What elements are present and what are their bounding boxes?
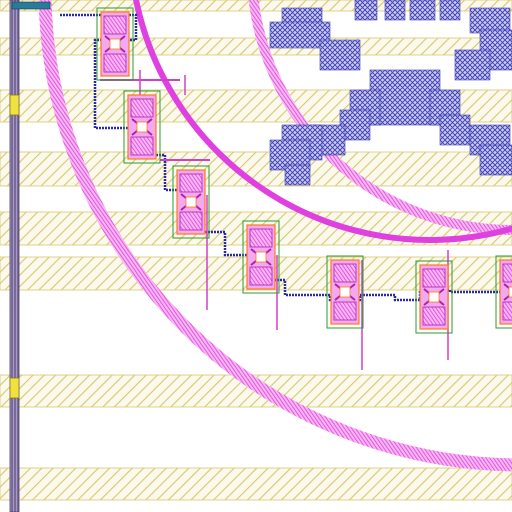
device-gate-top bbox=[333, 263, 357, 283]
pad-marker-1[interactable] bbox=[9, 377, 20, 399]
device-guard-outline bbox=[326, 255, 364, 329]
device-cell-3[interactable] bbox=[242, 220, 280, 294]
device-cell-1[interactable] bbox=[123, 90, 161, 164]
device-contact bbox=[185, 196, 197, 208]
device-guard-outline bbox=[415, 260, 453, 334]
metal-fill-block-6[interactable] bbox=[439, 0, 461, 21]
device-cell-6[interactable] bbox=[495, 255, 512, 329]
device-gate-bottom bbox=[103, 53, 127, 73]
device-cell-2[interactable] bbox=[172, 165, 210, 239]
metal-fill-block-18[interactable] bbox=[439, 114, 471, 146]
strap-tab-top[interactable] bbox=[11, 1, 51, 10]
metal-fill-block-10[interactable] bbox=[369, 69, 441, 126]
via-route-chain[interactable] bbox=[60, 13, 510, 302]
metal-fill-block-4[interactable] bbox=[384, 0, 406, 21]
device-gate-bottom bbox=[249, 266, 273, 286]
metal-fill-block-17[interactable] bbox=[284, 164, 311, 186]
device-contact bbox=[339, 286, 351, 298]
device-cross-icon bbox=[503, 283, 512, 301]
device-guard-outline bbox=[123, 90, 161, 164]
device-guard-outline bbox=[96, 7, 134, 81]
pad-marker-0[interactable] bbox=[9, 94, 20, 116]
outer-guard-ring[interactable] bbox=[38, 0, 512, 472]
metal-rail-band-7[interactable] bbox=[0, 467, 512, 501]
device-gate-top bbox=[249, 228, 273, 248]
metal-rail-band-1[interactable] bbox=[0, 37, 512, 56]
device-gate-bottom bbox=[422, 306, 446, 326]
device-contact bbox=[255, 251, 267, 263]
device-gate-top bbox=[502, 263, 512, 283]
device-gate-bottom bbox=[502, 301, 512, 321]
device-gate-bottom bbox=[130, 136, 154, 156]
mid-bias-ring[interactable] bbox=[130, 0, 512, 243]
device-gate-bottom bbox=[179, 211, 203, 231]
metal-fill-block-3[interactable] bbox=[354, 0, 378, 21]
device-guard-outline bbox=[495, 255, 512, 329]
metal-fill-block-7[interactable] bbox=[469, 7, 511, 34]
device-gate-top bbox=[130, 98, 154, 118]
metal-fill-block-1[interactable] bbox=[269, 21, 331, 49]
device-gate-bottom bbox=[333, 301, 357, 321]
device-contact bbox=[136, 121, 148, 133]
device-contact bbox=[508, 286, 512, 298]
device-cell-0[interactable] bbox=[96, 7, 134, 81]
metal-fill-block-2[interactable] bbox=[319, 39, 361, 71]
device-cell-5[interactable] bbox=[415, 260, 453, 334]
device-contact bbox=[428, 291, 440, 303]
device-guard-outline bbox=[242, 220, 280, 294]
device-gate-top bbox=[103, 15, 127, 35]
device-gate-top bbox=[179, 173, 203, 193]
power-strap-vertical[interactable] bbox=[9, 0, 20, 512]
metal-fill-block-20[interactable] bbox=[479, 144, 512, 176]
metal-fill-block-9[interactable] bbox=[454, 49, 491, 81]
metal-fill-block-5[interactable] bbox=[409, 0, 436, 21]
device-gate-top bbox=[422, 268, 446, 288]
device-cell-4[interactable] bbox=[326, 255, 364, 329]
device-guard-outline bbox=[172, 165, 210, 239]
device-contact bbox=[109, 38, 121, 50]
